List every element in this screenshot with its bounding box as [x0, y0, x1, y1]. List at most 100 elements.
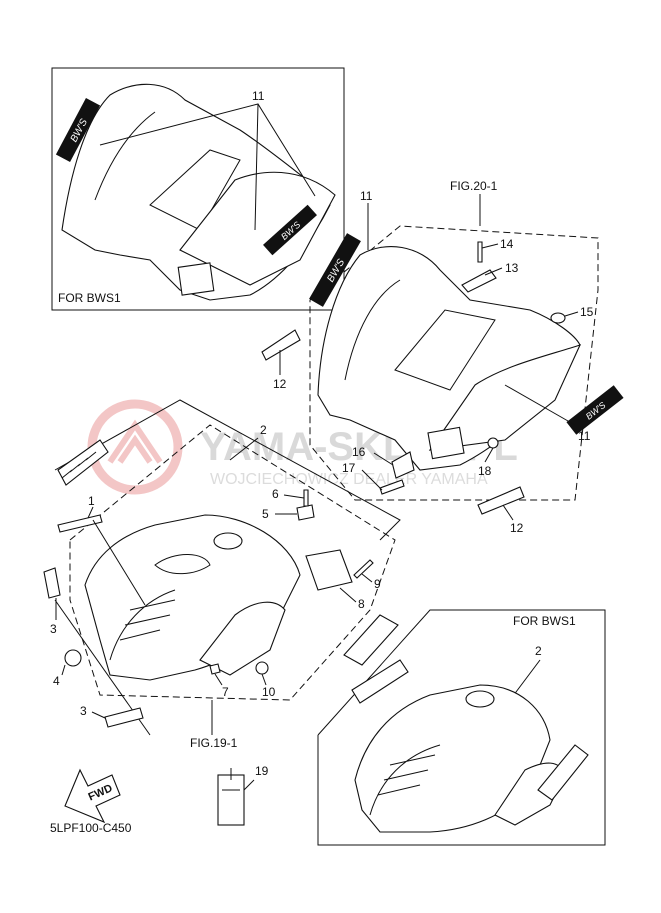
reflector-12-upper: [261, 329, 301, 361]
front-fender-dashed-boundary: [69, 424, 396, 701]
callout-4-leader: [61, 664, 66, 676]
callout-11-inset: 11: [252, 89, 265, 103]
callout-9: 9: [374, 577, 381, 591]
callout-6-leader: [283, 494, 305, 499]
grommet-15: [550, 312, 566, 324]
bolt-14: [477, 241, 483, 263]
decal-yamaha-side: [343, 614, 399, 666]
front-outer-solid-boundary: [54, 399, 401, 541]
bolt-6: [303, 489, 309, 507]
inset-top-side-panel: [179, 171, 336, 286]
callout-12-lower-leader: [502, 504, 514, 521]
callout-5: 5: [262, 507, 269, 521]
rear-fender-plate: [427, 426, 465, 460]
reflector-4: [64, 649, 82, 667]
watermark-logo-mark: [107, 419, 163, 464]
callout-12-upper: 12: [273, 377, 287, 391]
callout-18-leader: [484, 447, 494, 463]
front-fender-grille-lines: [109, 589, 176, 661]
callout-2-leader: [229, 437, 259, 461]
fig20-reference: FIG.20-1: [450, 179, 498, 193]
callout-1-leader-b: [92, 519, 146, 606]
callout-4: 4: [53, 674, 60, 688]
decal-strip-upper-teeth: [61, 451, 97, 479]
callout-7: 7: [222, 685, 229, 699]
callout-10-leader: [261, 673, 267, 686]
callout-8-leader: [339, 587, 357, 603]
callout-11-right-leader: [504, 384, 576, 426]
callout-14-leader: [481, 243, 499, 249]
fig19-reference: FIG.19-1: [190, 736, 238, 750]
forward-arrow: FWD: [64, 768, 121, 824]
inset-bottom-front-fender: [354, 684, 551, 833]
bolt-9: [353, 559, 374, 579]
callout-2: 2: [260, 423, 267, 437]
decal-1: [57, 514, 103, 533]
callout-15: 15: [580, 305, 594, 319]
front-fender-cap: [213, 532, 243, 550]
callout-8: 8: [358, 597, 365, 611]
inset-top-frame: [51, 67, 345, 311]
callout-2-inset: 2: [535, 644, 542, 658]
reflector-12-lower: [477, 486, 525, 515]
callout-1: 1: [88, 494, 95, 508]
inset-bottom-decal-strip: [351, 659, 409, 704]
callout-19-leader: [243, 779, 255, 791]
callout-11-left: 11: [360, 189, 373, 203]
decal-3-left: [43, 567, 61, 599]
front-fender-side-panel: [199, 601, 286, 676]
inset-top-caption: FOR BWS1: [58, 291, 121, 305]
rear-fender-assembly: FIG.20-1 BW'S BW'S 11 11 12 12 13: [261, 179, 624, 535]
plate-8: [305, 549, 353, 591]
washer-18: [487, 437, 499, 449]
label-13: [461, 269, 497, 293]
rear-fender-side-panel: [428, 344, 582, 451]
rear-fender-dashed-boundary: [309, 225, 599, 501]
callout-3-bottom-leader: [91, 711, 106, 719]
callout-11-right: 11: [578, 429, 591, 443]
callout-19: 19: [255, 764, 269, 778]
inset-bottom-caption: FOR BWS1: [513, 614, 576, 628]
manual-tag-19: 19: [217, 764, 269, 826]
callout-13: 13: [505, 261, 519, 275]
callout-17: 17: [342, 461, 356, 475]
front-fender: [84, 514, 301, 681]
inset-top-fender-detail: [94, 111, 241, 231]
nut-7: [209, 663, 221, 675]
callout-16: 16: [352, 445, 366, 459]
front-fender-assembly: 2 FIG.19-1 1 3 4 YAMAHA 3: [43, 399, 401, 750]
fwd-arrow-shape: [64, 768, 121, 824]
manual-tag: [217, 774, 245, 826]
callout-12-lower: 12: [510, 521, 524, 535]
rear-fender-seat-box: [344, 279, 496, 391]
decal-3-bottom: [104, 707, 144, 728]
callout-9-leader: [361, 573, 373, 583]
inset-top-callout-11-leader-b: [254, 103, 259, 231]
callout-18: 18: [478, 464, 492, 478]
callout-15-leader: [564, 311, 579, 317]
callout-14: 14: [500, 237, 514, 251]
diagram-code: 5LPF100-C450: [50, 821, 132, 835]
inset-bottom-cap: [465, 690, 495, 708]
callout-17-leader: [361, 469, 383, 491]
callout-6: 6: [272, 487, 279, 501]
callout-10: 10: [262, 685, 276, 699]
inset-bottom-frame: [317, 609, 606, 846]
plate-16: [391, 451, 415, 479]
callout-7-leader: [214, 673, 223, 686]
washer-10: [255, 661, 269, 675]
screw-17: [379, 479, 405, 495]
inset-bottom-grille-lines: [369, 744, 441, 816]
inset-bottom-decal-yamaha: [537, 744, 589, 801]
callout-16-leader: [373, 452, 394, 466]
inset-bottom-bws1: FOR BWS1 2 YAMAHA: [317, 609, 606, 846]
decal-11-right: BW'S: [566, 385, 624, 435]
callout-3-bottom: 3: [80, 704, 87, 718]
front-fender-handle: [154, 554, 211, 575]
watermark-subtitle: WOJCIECHOWICZ DEALER YAMAHA: [210, 471, 488, 488]
inset-top-plate: [177, 262, 215, 296]
rivet-5: [296, 504, 315, 521]
inset-top-bws1: BW'S BW'S 11 FOR BWS1: [51, 67, 345, 311]
